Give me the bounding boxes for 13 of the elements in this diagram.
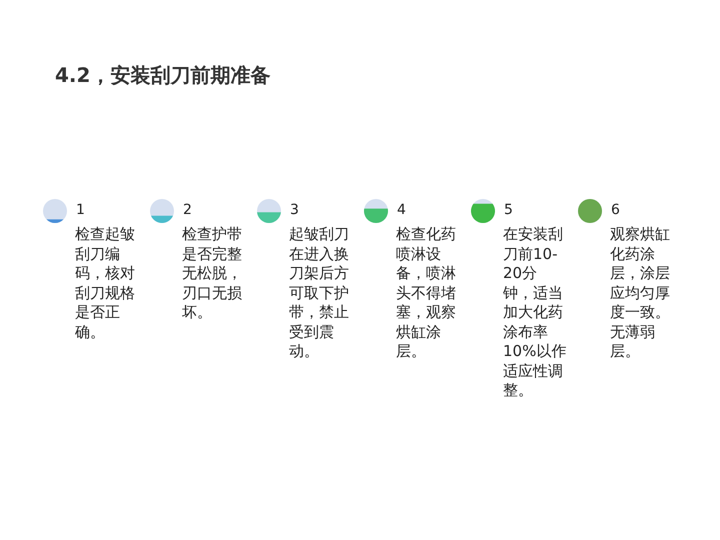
step-number: 4 [397, 202, 406, 218]
step-description: 检查起皱刮刀编码，核对刮刀规格是否正确。 [75, 225, 136, 342]
step-description: 在安装刮刀前10-20分钟，适当加大化药涂布率10%以作适应性调整。 [503, 225, 567, 400]
step-description: 起皱刮刀在进入换刀架后方可取下护带，禁止受到震动。 [289, 225, 350, 362]
title: 4.2，安装刮刀前期准备 [55, 62, 270, 89]
step-number: 2 [183, 202, 192, 218]
step-number: 1 [76, 202, 85, 218]
step-description: 检查化药喷淋设备，喷淋头不得堵塞，观察烘缸涂层。 [396, 225, 457, 362]
step-number: 5 [504, 202, 513, 218]
step-number: 6 [611, 202, 620, 218]
step-description: 检查护带是否完整无松脱，刃口无损坏。 [182, 225, 243, 322]
step-description: 观察烘缸化药涂层，涂层应均匀厚度一致。无薄弱层。 [610, 225, 671, 362]
step-number: 3 [290, 202, 299, 218]
